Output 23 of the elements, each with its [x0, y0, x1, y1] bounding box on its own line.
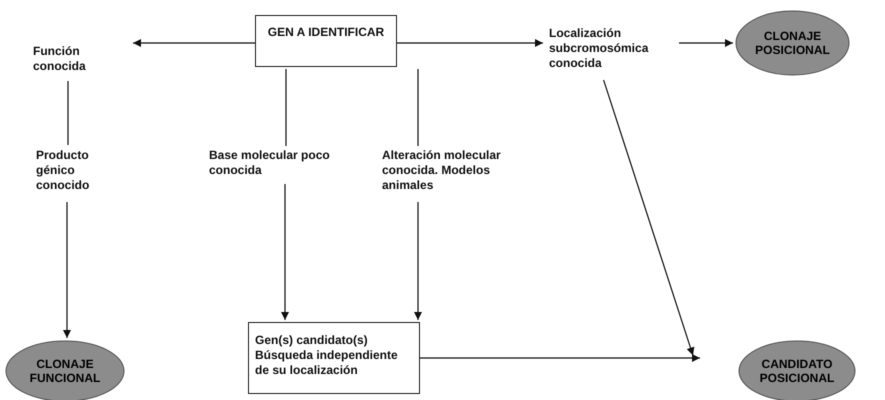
step-label: Base molecular poco conocida — [209, 148, 331, 178]
process-box — [255, 15, 397, 67]
arrow — [603, 80, 694, 356]
arrow — [414, 202, 422, 320]
arrow — [281, 184, 289, 320]
line — [67, 81, 69, 145]
line — [417, 69, 419, 146]
arrow — [63, 202, 71, 338]
step-label: Localización subcromosómica conocida — [549, 26, 650, 71]
step-label: Producto génico conocido — [36, 148, 90, 193]
arrow — [420, 354, 700, 362]
process-box — [248, 322, 420, 394]
ellipse-label: CLONAJE FUNCIONAL — [28, 357, 102, 385]
ellipse-label: CANDIDATO POSICIONAL — [758, 357, 836, 385]
step-label: Alteración molecular conocida. Modelos animales — [382, 148, 502, 193]
line — [285, 69, 287, 146]
arrow — [679, 39, 733, 47]
arrow — [133, 39, 255, 47]
ellipse-label: CLONAJE POSICIONAL — [754, 29, 831, 57]
box-text: Gen(s) candidato(s) Búsqueda independiente de su localización — [255, 333, 399, 378]
arrow — [397, 39, 543, 47]
box-text: GEN A IDENTIFICAR — [266, 25, 386, 40]
step-label: Función conocida — [33, 44, 87, 74]
